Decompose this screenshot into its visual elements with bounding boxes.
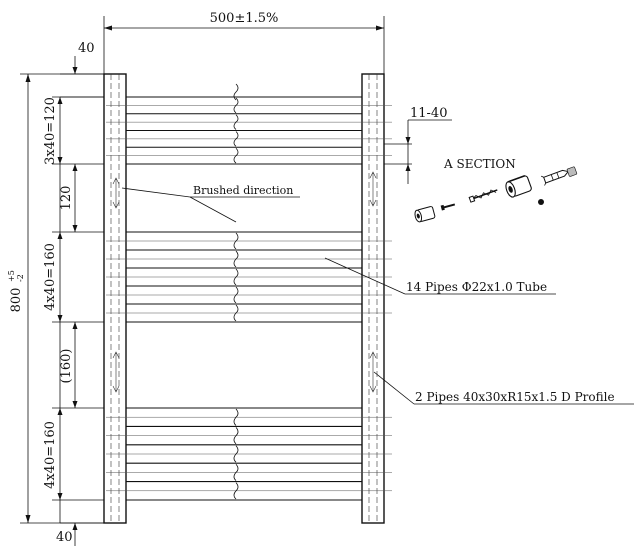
bracket-hardware [414, 166, 578, 223]
horizontal-tubes [106, 96, 392, 501]
brushed-wave-18 [233, 250, 239, 268]
brushed-wave-24 [233, 286, 239, 304]
brushed-label: Brushed direction [193, 184, 293, 197]
brushed-wave-8 [233, 131, 239, 147]
brushed-wave-40 [233, 463, 239, 481]
right-profile [361, 73, 385, 524]
top-offset-label: 40 [78, 41, 95, 56]
brushed-wave-5 [233, 114, 239, 130]
group1-label: 3x40=120 [43, 97, 58, 165]
group2-label: 4x40=160 [43, 243, 58, 311]
tube-pipes-callout: 14 Pipes Φ22x1.0 Tube [324, 257, 556, 295]
tube-pipes-label: 14 Pipes Φ22x1.0 Tube [406, 280, 547, 294]
brushed-wave-27 [233, 304, 239, 322]
profile-arrows [112, 171, 377, 393]
gap2-label: (160) [59, 349, 74, 384]
profile-pipes-label: 2 Pipes 40x30xR15x1.5 D Profile [415, 390, 615, 404]
brushed-wave-21 [233, 268, 239, 286]
brushed-direction-callout: Brushed direction [121, 184, 300, 223]
width-label: 500±1.5% [210, 11, 279, 26]
side-offset-dimension: 11-40 [384, 106, 452, 184]
brushed-wave-34 [233, 427, 239, 445]
section-label: A SECTION [443, 157, 516, 171]
profile-pipes-callout: 2 Pipes 40x30xR15x1.5 D Profile [373, 371, 634, 405]
group3-label: 4x40=160 [43, 421, 58, 489]
bottom-offset-dimension: 40 [56, 522, 104, 546]
brushed-wave-top [233, 83, 239, 101]
brushed-direction-markers [233, 83, 239, 500]
side-offset-label: 11-40 [410, 106, 447, 121]
brushed-wave-11 [233, 147, 239, 164]
top-width-dimension: 500±1.5% [103, 11, 385, 74]
brushed-wave-43 [233, 482, 239, 500]
bottom-offset-label: 40 [56, 530, 73, 545]
brushed-wave-37 [233, 445, 239, 463]
height-label: 800 [9, 288, 24, 313]
brushed-wave-2 [233, 97, 239, 114]
height-sup: +5 [7, 270, 16, 282]
top-offset-dimension: 40 [60, 41, 104, 98]
left-profile [103, 73, 127, 524]
segment-dimensions: 3x40=120 120 4x40=160 (160) 4x40=160 [43, 96, 104, 523]
height-sub: -2 [16, 274, 25, 282]
brushed-wave-15 [233, 232, 239, 250]
brushed-wave-31 [233, 408, 239, 426]
gap1-label: 120 [59, 186, 74, 211]
